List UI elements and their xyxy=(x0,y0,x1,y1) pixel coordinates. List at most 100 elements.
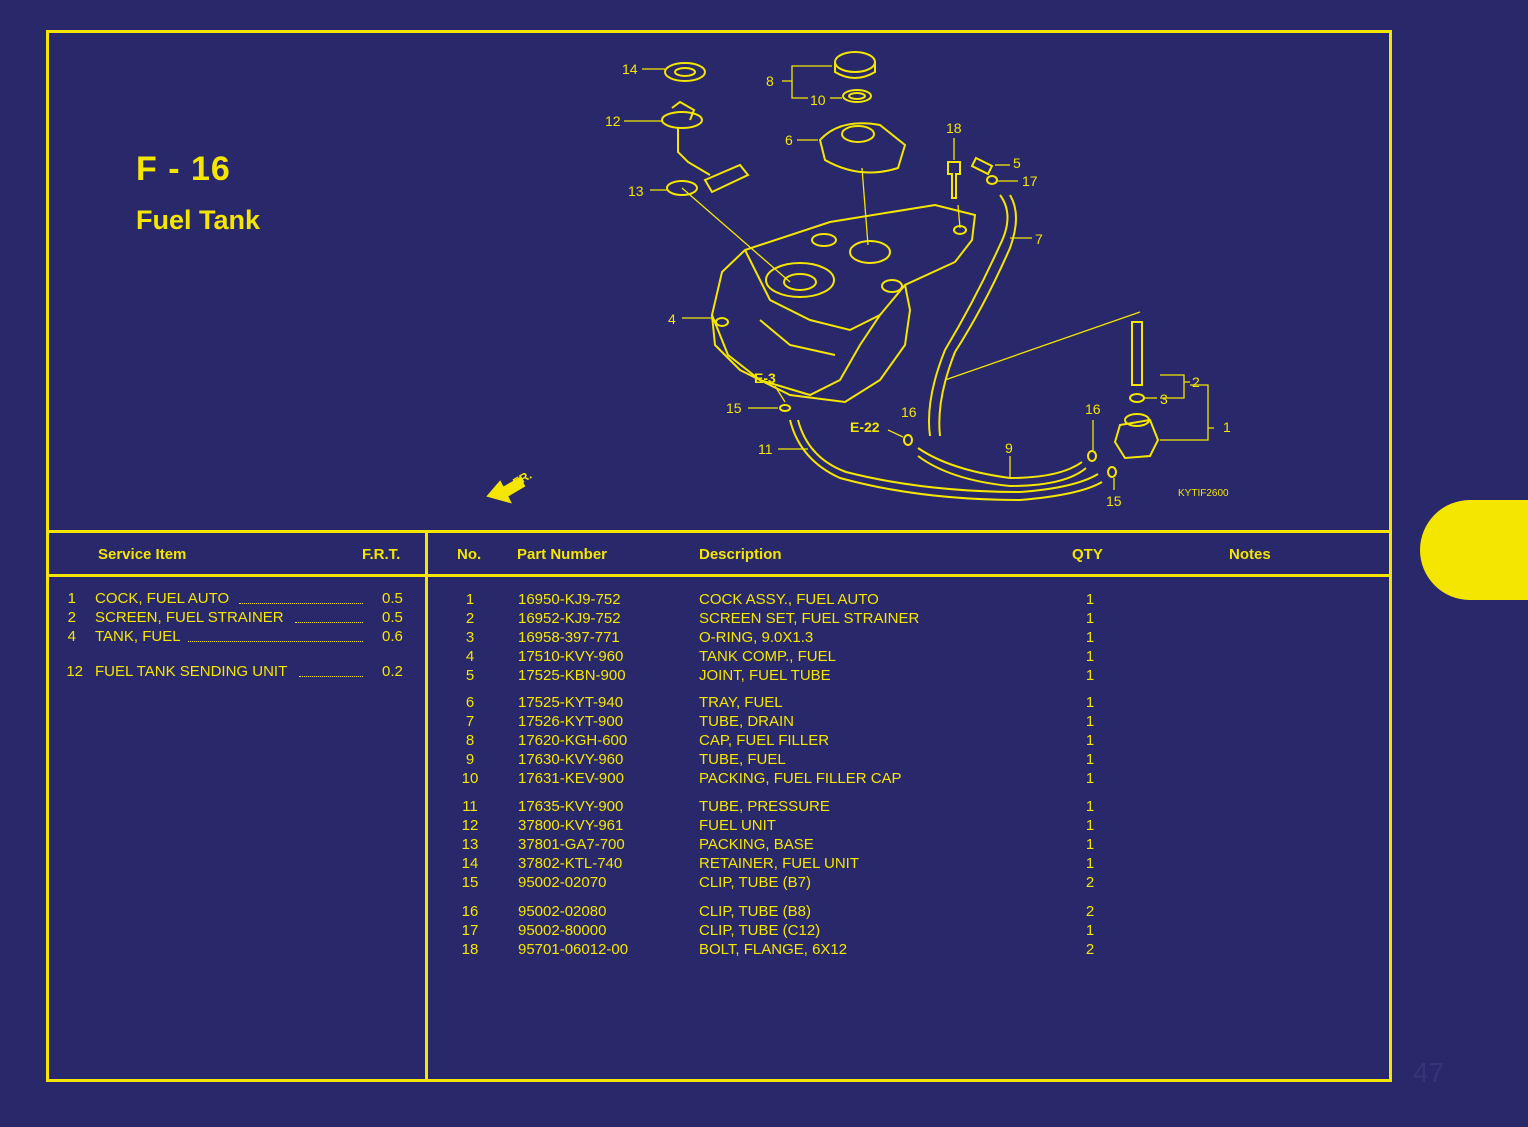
service-row: 4 TANK, FUEL 0.6 xyxy=(56,627,416,647)
callout: 10 xyxy=(810,92,826,108)
callout: 15 xyxy=(1106,493,1122,509)
part-number: 17630-KVY-960 xyxy=(518,751,624,768)
fuel-tank-drawing xyxy=(710,203,977,397)
bolt-drawing xyxy=(947,161,961,199)
callout: 16 xyxy=(1085,401,1101,417)
part-qty: 1 xyxy=(1085,855,1095,872)
part-description: TANK COMP., FUEL xyxy=(699,648,836,665)
service-no: 4 xyxy=(67,628,76,645)
part-no: 14 xyxy=(461,855,479,872)
side-tab[interactable] xyxy=(1420,500,1528,600)
part-qty: 1 xyxy=(1085,694,1095,711)
service-desc: FUEL TANK SENDING UNIT xyxy=(95,663,288,680)
part-no: 5 xyxy=(465,667,475,684)
part-qty: 1 xyxy=(1085,629,1095,646)
part-description: JOINT, FUEL TUBE xyxy=(699,667,831,684)
fuel-cap-drawing xyxy=(834,51,876,73)
part-qty: 1 xyxy=(1085,732,1095,749)
section-code: F - 16 xyxy=(136,150,231,188)
pressure-tube-drawing xyxy=(789,419,1103,502)
service-row: 12 FUEL TANK SENDING UNIT 0.2 xyxy=(56,662,416,682)
callout: 11 xyxy=(758,441,773,457)
part-no: 12 xyxy=(461,817,479,834)
part-number: 17525-KBN-900 xyxy=(518,667,626,684)
service-desc: COCK, FUEL AUTO xyxy=(95,590,230,607)
leader-dots xyxy=(299,662,363,677)
part-no: 11 xyxy=(462,798,478,815)
part-no: 4 xyxy=(465,648,475,665)
section-title: Fuel Tank xyxy=(136,205,261,235)
drain-tube-drawing xyxy=(928,194,1009,437)
part-no: 7 xyxy=(465,713,475,730)
part-number: 95002-80000 xyxy=(518,922,607,939)
part-description: BOLT, FLANGE, 6X12 xyxy=(699,941,848,958)
callout: 13 xyxy=(628,183,644,199)
part-qty: 1 xyxy=(1085,817,1095,834)
part-qty: 1 xyxy=(1085,610,1095,627)
part-qty: 2 xyxy=(1085,874,1095,891)
part-number: 95002-02080 xyxy=(518,903,607,920)
service-no: 2 xyxy=(67,609,76,626)
part-number: 37801-GA7-700 xyxy=(518,836,625,853)
part-number: 17631-KEV-900 xyxy=(518,770,624,787)
part-no: 17 xyxy=(461,922,479,939)
callout: 2 xyxy=(1192,374,1200,390)
service-frt: 0.5 xyxy=(382,590,403,607)
part-no: 2 xyxy=(465,610,475,627)
part-qty: 1 xyxy=(1085,798,1095,815)
callout: 8 xyxy=(766,73,774,89)
part-description: PACKING, BASE xyxy=(699,836,814,853)
part-number: 17635-KVY-900 xyxy=(518,798,624,815)
part-description: SCREEN SET, FUEL STRAINER xyxy=(699,610,920,627)
part-number: 37800-KVY-961 xyxy=(518,817,624,834)
fuel-tube-drawing xyxy=(917,447,1083,480)
part-qty: 1 xyxy=(1085,770,1095,787)
part-no: 1 xyxy=(465,591,475,608)
leader-dots xyxy=(188,627,363,642)
part-description: TRAY, FUEL xyxy=(699,694,783,711)
table-divider xyxy=(425,530,428,1082)
part-description: CAP, FUEL FILLER xyxy=(699,732,830,749)
page-number: 47 xyxy=(1413,1057,1445,1088)
part-number: 17525-KYT-940 xyxy=(518,694,624,711)
part-qty: 1 xyxy=(1085,922,1095,939)
service-frt: 0.2 xyxy=(382,663,403,680)
part-qty: 1 xyxy=(1085,648,1095,665)
callout: E-22 xyxy=(850,419,880,435)
callout: 9 xyxy=(1005,440,1013,456)
callout: E-3 xyxy=(754,370,776,386)
description-header: Description xyxy=(699,546,782,563)
service-item-header: Service Item xyxy=(98,546,187,563)
part-description: TUBE, DRAIN xyxy=(699,713,795,730)
part-description: CLIP, TUBE (B8) xyxy=(699,903,811,920)
callout: 16 xyxy=(901,404,917,420)
service-frt: 0.6 xyxy=(382,628,403,645)
part-description: CLIP, TUBE (B7) xyxy=(699,874,811,891)
fuel-unit-drawing xyxy=(661,111,703,129)
service-row: 1 COCK, FUEL AUTO 0.5 xyxy=(56,589,416,609)
qty-header: QTY xyxy=(1072,546,1103,563)
part-description: PACKING, FUEL FILLER CAP xyxy=(699,770,902,787)
leader-dots xyxy=(239,589,363,604)
part-description: O-RING, 9.0X1.3 xyxy=(699,629,814,646)
part-number: 17510-KVY-960 xyxy=(518,648,624,665)
part-no: 3 xyxy=(465,629,475,646)
service-desc: TANK, FUEL xyxy=(95,628,181,645)
callout: 14 xyxy=(622,61,638,77)
service-row: 2 SCREEN, FUEL STRAINER 0.5 xyxy=(56,608,416,628)
table-header-rule xyxy=(46,574,1392,577)
service-no: 1 xyxy=(67,590,76,607)
parts-row: 4 17510-KVY-960 TANK COMP., FUEL 1 xyxy=(428,647,1388,666)
